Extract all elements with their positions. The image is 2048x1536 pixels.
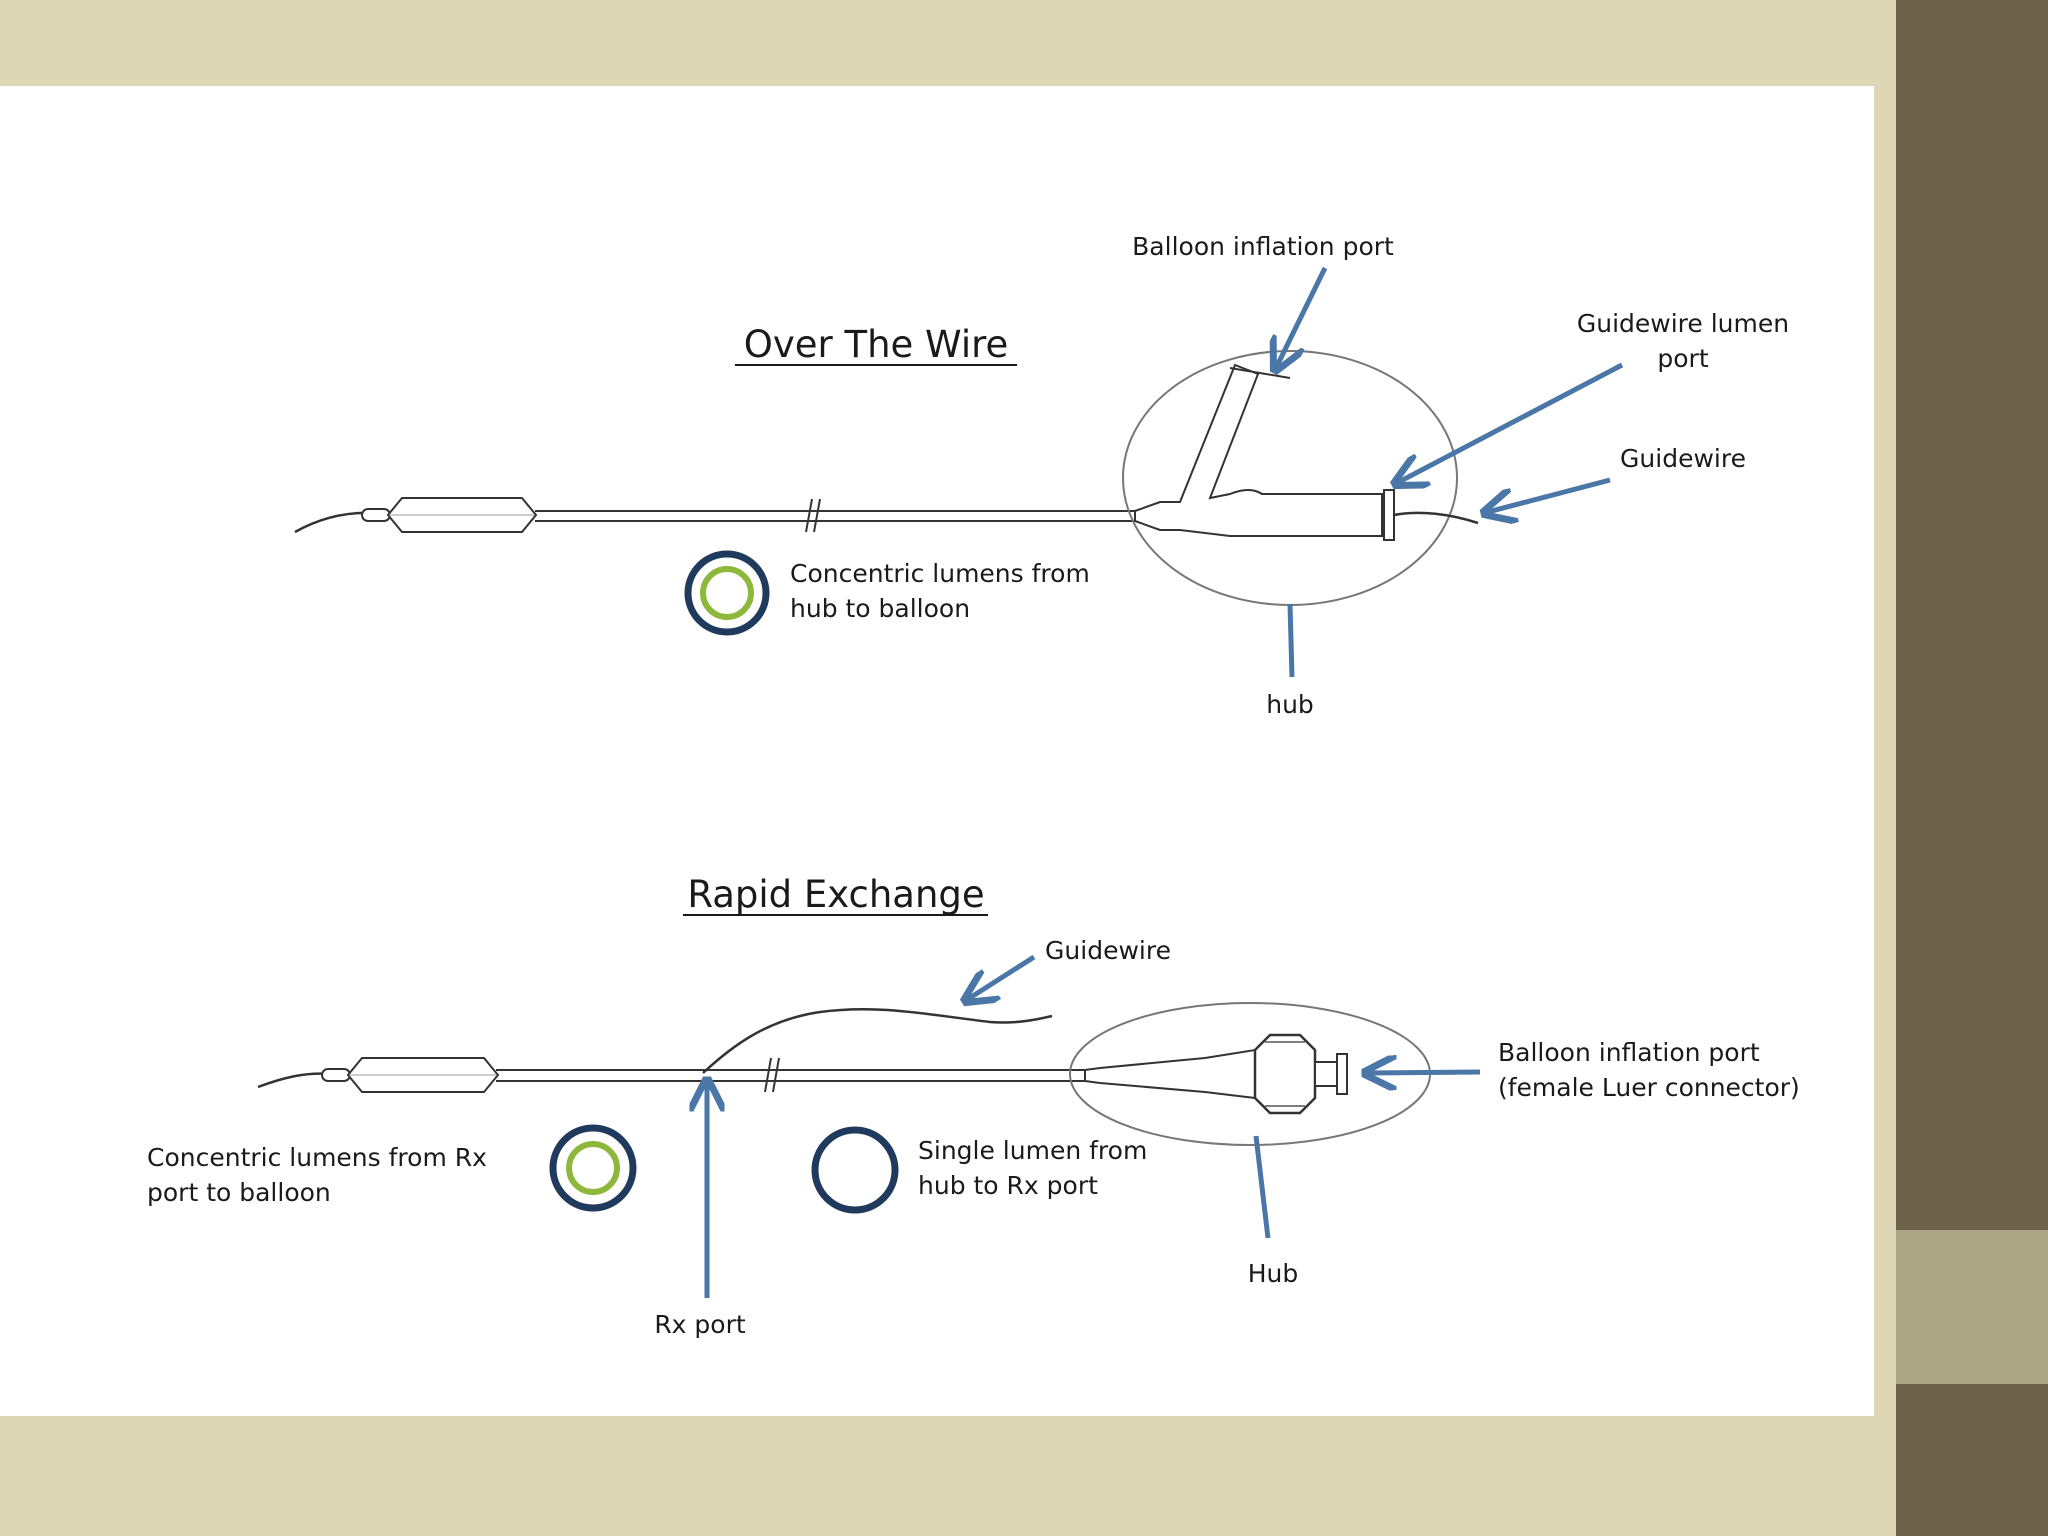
rx-arrow-guidewire [965,954,1036,1001]
otw-break-mark-2 [813,498,821,533]
otw-guidewire-lumen-port [1383,489,1395,541]
rx-arrow-balloon-inflation-port [1365,1072,1481,1073]
otw-label-guidewire-lumen-port-1: Guidewire lumen [1577,309,1789,338]
rx-label-single-1: Single lumen from [918,1136,1147,1165]
slide-panel [0,86,1874,1416]
otw-guidewire-tip [294,511,373,534]
rx-catheter-tip [321,1068,351,1082]
otw-hub-body [1134,363,1383,537]
otw-label-balloon-inflation-port: Balloon inflation port [1132,232,1394,261]
rx-title: Rapid Exchange [687,873,984,916]
otw-arrow-balloon-inflation-port [1275,266,1328,370]
otw-guidewire-end [1393,511,1479,525]
rx-luer-hex [1253,1033,1317,1115]
rx-outer-lumen-ring [549,1124,637,1212]
otw-label-guidewire-lumen-port-2: port [1657,344,1708,373]
rx-label-balloon-inflation-port-2: (female Luer connector) [1498,1073,1800,1102]
rx-guidewire-tip [257,1072,331,1089]
side-band-dark-top [1896,0,2048,1230]
rx-pointer-hub [1253,1135,1271,1239]
otw-label-guidewire: Guidewire [1620,444,1746,473]
side-band-light [1896,1230,2048,1384]
otw-catheter-tip [361,508,391,522]
rx-luer-flange [1336,1053,1348,1095]
otw-arrow-guidewire [1484,477,1611,513]
rx-label-concentric-1: Concentric lumens from Rx [147,1143,487,1172]
otw-section: Over The Wire Balloon inflation port Gui… [294,232,1789,719]
otw-pointer-hub [1287,603,1295,678]
side-band-dark-bottom [1896,1384,2048,1536]
otw-arrow-guidewire-lumen-port [1395,362,1624,484]
otw-break-mark-1 [805,498,813,533]
rx-label-concentric-2: port to balloon [147,1178,331,1207]
otw-outer-lumen-ring [684,550,770,636]
otw-label-concentric-1: Concentric lumens from [790,559,1090,588]
rx-label-rx-port: Rx port [654,1310,746,1339]
otw-inner-lumen-ring [700,566,754,620]
rx-section: Rapid Exchange Guidewire Balloon inflati… [147,873,1800,1339]
rx-label-guidewire: Guidewire [1045,936,1171,965]
otw-title: Over The Wire [744,323,1009,366]
rx-break-mark-2 [772,1057,780,1093]
rx-inner-lumen-ring [566,1141,620,1195]
rx-label-balloon-inflation-port-1: Balloon inflation port [1498,1038,1760,1067]
rx-break-mark-1 [764,1057,772,1093]
otw-label-concentric-2: hub to balloon [790,594,970,623]
rx-label-hub: Hub [1248,1259,1299,1288]
rx-label-single-2: hub to Rx port [918,1171,1098,1200]
otw-label-hub: hub [1266,690,1314,719]
rx-guidewire [702,1007,1053,1074]
rx-single-lumen-ring [811,1126,899,1214]
rx-hub-taper [1084,1048,1256,1100]
rx-luer-neck [1314,1061,1338,1087]
